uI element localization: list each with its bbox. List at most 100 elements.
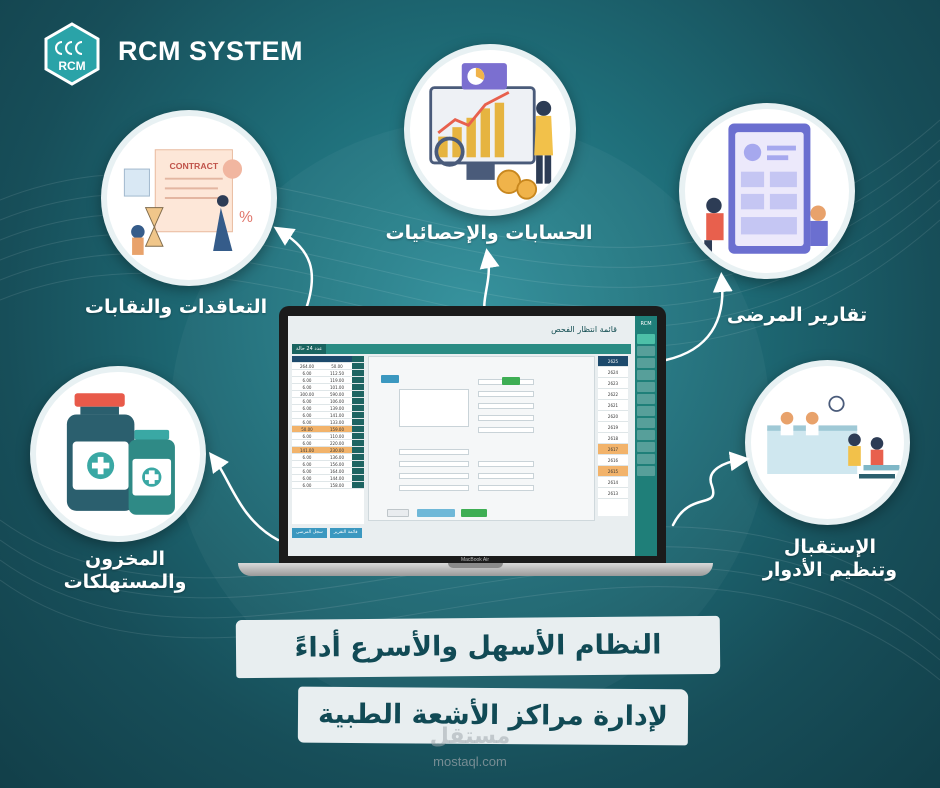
row-tag	[352, 370, 364, 376]
form-field[interactable]	[399, 485, 469, 491]
table-cell: 6.00	[302, 406, 312, 411]
notes-box[interactable]	[399, 389, 469, 427]
row-tag	[352, 475, 364, 481]
form-field[interactable]	[478, 403, 534, 409]
row-tag	[352, 440, 364, 446]
table-row[interactable]: 300.00 590.00	[292, 391, 364, 398]
table-cell: 6.00	[302, 469, 312, 474]
sidebar-item[interactable]	[637, 394, 655, 404]
case-form	[368, 356, 595, 521]
sidebar-item[interactable]	[637, 346, 655, 356]
table-row[interactable]: 6.00 141.00	[292, 412, 364, 419]
case-id: 2625	[607, 359, 619, 364]
print-button[interactable]	[417, 509, 455, 517]
table-cell: 6.00	[302, 385, 312, 390]
row-tag	[352, 405, 364, 411]
table-cell: 110.00	[330, 434, 344, 439]
case-id-row[interactable]: 2625	[598, 356, 628, 367]
sidebar-item[interactable]	[637, 430, 655, 440]
case-id-row[interactable]: 2623	[598, 378, 628, 389]
case-id-row[interactable]: 2618	[598, 433, 628, 444]
table-cell: 141.00	[330, 413, 344, 418]
sidebar-item[interactable]	[637, 406, 655, 416]
edit-button[interactable]	[502, 377, 520, 385]
cancel-button[interactable]	[387, 509, 409, 517]
table-cell: 6.00	[302, 413, 312, 418]
reception-label-line2: وتنظيم الأدوار	[762, 558, 898, 581]
case-id: 2614	[607, 480, 619, 485]
table-cell: 6.00	[302, 399, 312, 404]
form-field[interactable]	[478, 391, 534, 397]
sidebar-logo: RCM	[640, 321, 652, 327]
table-header	[292, 356, 364, 363]
row-tag	[352, 377, 364, 383]
case-id-row[interactable]: 2617	[598, 444, 628, 455]
table-cell: 6.00	[302, 434, 312, 439]
laptop-model-text: MacBook Air	[460, 557, 490, 563]
sidebar-item[interactable]	[637, 454, 655, 464]
form-field[interactable]	[478, 415, 534, 421]
table-cell: 300.00	[300, 392, 314, 397]
row-tag	[352, 384, 364, 390]
svg-text:%: %	[239, 209, 253, 226]
tab-patients-log[interactable]: سجل المرضى	[292, 528, 327, 538]
sidebar-item[interactable]	[637, 442, 655, 452]
form-field[interactable]	[478, 473, 534, 479]
save-button[interactable]	[461, 509, 487, 517]
case-id-row[interactable]: 2616	[598, 455, 628, 466]
table-cell: 141.00	[300, 448, 314, 453]
table-cell: 590.00	[330, 392, 344, 397]
reception-label: الإستقبال وتنظيم الأدوار	[745, 536, 915, 582]
table-cell: 6.00	[302, 462, 312, 467]
row-tag	[352, 454, 364, 460]
count-pill: عدد 24 حالة	[292, 344, 327, 354]
form-field[interactable]	[399, 461, 469, 467]
inventory-label-line2: والمستهلكات	[63, 570, 187, 593]
case-id-row[interactable]: 2621	[598, 400, 628, 411]
form-field[interactable]	[399, 473, 469, 479]
case-id-row[interactable]: 2619	[598, 422, 628, 433]
case-id-row[interactable]: 2613	[598, 488, 628, 499]
case-id-row[interactable]: 2620	[598, 411, 628, 422]
form-field[interactable]	[478, 461, 534, 467]
table-cell: 6.00	[302, 441, 312, 446]
sidebar-item[interactable]	[637, 334, 655, 344]
row-tag	[352, 461, 364, 467]
sidebar-item[interactable]	[637, 418, 655, 428]
form-field[interactable]	[478, 427, 534, 433]
tab-report-list[interactable]: قائمة التقرير	[329, 528, 362, 538]
case-id-row[interactable]: 2614	[598, 477, 628, 488]
inventory-illustration	[30, 366, 206, 542]
edit-button[interactable]	[381, 375, 399, 383]
sidebar-item[interactable]	[637, 382, 655, 392]
case-id: 2623	[607, 381, 619, 386]
form-field[interactable]	[478, 485, 534, 491]
case-id-row[interactable]: 2624	[598, 367, 628, 378]
table-row[interactable]: 6.00 110.00	[292, 433, 364, 440]
sidebar-item[interactable]	[637, 466, 655, 476]
row-tag	[352, 482, 364, 488]
form-field[interactable]	[399, 449, 469, 455]
sidebar-item[interactable]	[637, 358, 655, 368]
case-id: 2624	[607, 370, 619, 375]
sidebar-item[interactable]	[637, 370, 655, 380]
case-id-row[interactable]: 2615	[598, 466, 628, 477]
case-id-row[interactable]: 2622	[598, 389, 628, 400]
